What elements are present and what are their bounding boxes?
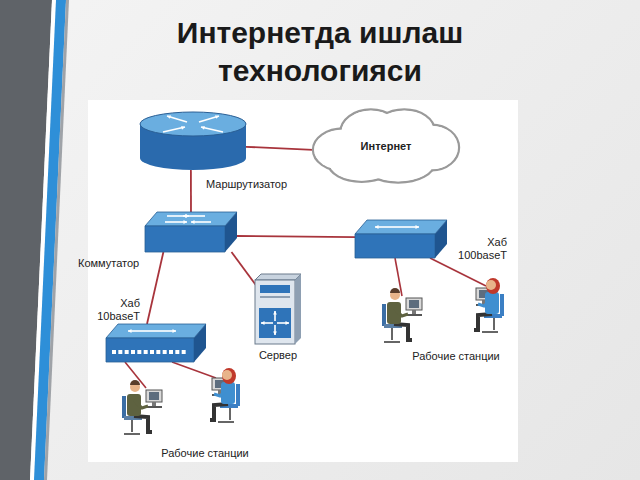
group-label-text: Рабочие станции <box>395 350 517 363</box>
label-holder: Хаб 100baseT <box>447 236 507 262</box>
network-link <box>237 236 355 237</box>
workstation <box>210 368 240 422</box>
group-label: Рабочие станции <box>130 447 280 460</box>
device-label: Сервер <box>248 349 308 362</box>
network-link <box>246 147 313 150</box>
label-holder: Маршрутизатор <box>206 178 316 191</box>
network-link <box>147 252 163 324</box>
switch-icon <box>145 212 237 252</box>
hub-icon <box>355 220 447 258</box>
device-label: Коммутатор <box>78 257 168 270</box>
label-holder: Интернет <box>310 108 462 184</box>
group-label: Рабочие станции <box>395 350 517 363</box>
hub10-icon <box>106 324 206 362</box>
router-icon <box>140 112 246 170</box>
label-holder: Хаб 10baseT <box>84 297 140 323</box>
switch-node: Коммутатор <box>145 212 237 252</box>
workstation <box>122 380 162 434</box>
lan-wire <box>172 362 216 378</box>
label-holder: Сервер <box>248 349 308 362</box>
server-icon <box>255 274 301 344</box>
internet-cloud: Интернет <box>310 108 462 184</box>
gray-stripe <box>44 0 69 480</box>
router-node: Маршрутизатор <box>140 112 246 170</box>
device-label: Маршрутизатор <box>206 178 316 191</box>
slide-title: Интернетда ишлаш технологияси <box>100 14 540 90</box>
server-node: Сервер <box>255 274 301 344</box>
device-label: Хаб 10baseT <box>84 297 140 323</box>
label-holder: Коммутатор <box>78 257 168 270</box>
lan-wire <box>125 362 146 388</box>
workstation <box>382 288 422 342</box>
device-label: Хаб 100baseT <box>447 236 507 262</box>
lan-wire <box>430 258 486 286</box>
hub-node: Хаб 10baseT <box>106 324 206 362</box>
workstation <box>474 278 504 332</box>
network-link <box>190 170 192 212</box>
group-label-text: Рабочие станции <box>130 447 280 460</box>
picture-panel <box>88 100 518 462</box>
cloud-label: Интернет <box>361 140 412 153</box>
hub-node: Хаб 100baseT <box>355 220 447 258</box>
